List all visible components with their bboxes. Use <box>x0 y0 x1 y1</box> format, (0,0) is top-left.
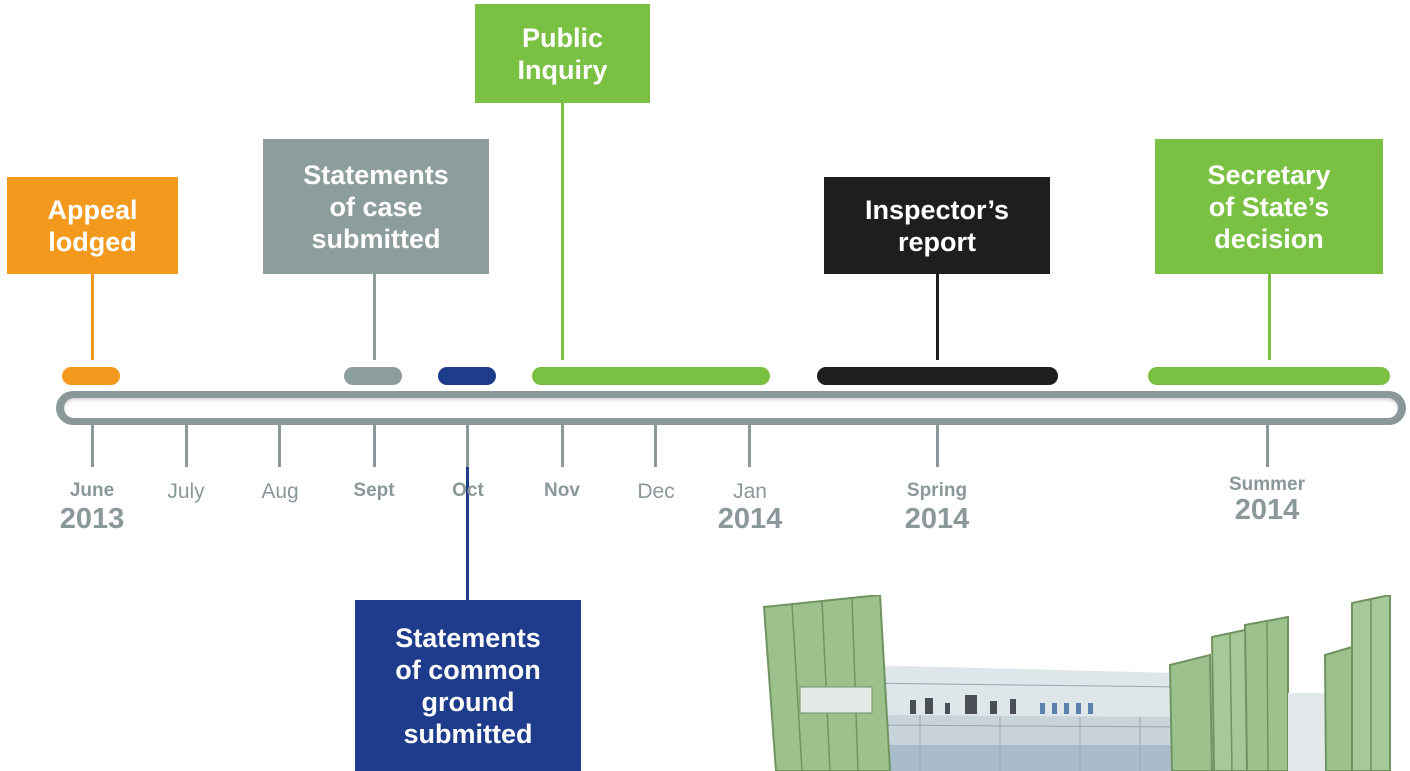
label-dec: Dec <box>637 480 675 503</box>
event-label: of case <box>329 191 423 222</box>
event-label: report <box>897 226 976 257</box>
event-statements-of-common-ground: Statements of common ground submitted <box>355 600 581 771</box>
tick-dec <box>654 425 657 467</box>
tick-june <box>91 425 94 467</box>
label-summer: Summer <box>1228 474 1306 495</box>
tick-oct <box>466 425 469 467</box>
building-illustration <box>762 595 1391 771</box>
connector-appeal <box>91 274 94 360</box>
event-label: Appeal <box>47 194 138 225</box>
tick-aug <box>278 425 281 467</box>
event-label: submitted <box>311 223 441 254</box>
timeline-track-inner <box>64 398 1398 418</box>
year-2014-spring: 2014 <box>904 503 970 535</box>
event-appeal-lodged: Appeal lodged <box>7 177 178 274</box>
segment-report <box>817 367 1058 385</box>
event-label: Public <box>521 22 603 53</box>
event-statements-of-case: Statements of case submitted <box>263 139 489 274</box>
tick-sept <box>373 425 376 467</box>
tick-spring <box>936 425 939 467</box>
year-2014-summer: 2014 <box>1234 494 1300 526</box>
connector-public-inquiry <box>561 103 564 360</box>
segment-inquiry <box>532 367 770 385</box>
event-label: decision <box>1214 223 1324 254</box>
event-label: Inspector’s <box>864 194 1010 225</box>
tick-summer <box>1266 425 1269 467</box>
event-label: ground <box>421 686 515 717</box>
label-nov: Nov <box>544 480 580 501</box>
segment-oct <box>438 367 496 385</box>
year-2013: 2013 <box>59 503 125 535</box>
label-june: June <box>69 480 115 501</box>
event-inspectors-report: Inspector’s report <box>824 177 1050 274</box>
event-label: Statements <box>303 159 449 190</box>
event-label: of common <box>395 654 541 685</box>
event-label: Statements <box>395 622 541 653</box>
label-spring: Spring <box>906 480 968 501</box>
connector-secretary-of-state-decision <box>1268 274 1271 360</box>
event-label: of State’s <box>1208 191 1330 222</box>
event-label: Secretary <box>1207 159 1331 190</box>
connector-common-ground <box>466 425 469 600</box>
timeline-track <box>56 391 1406 425</box>
event-secretary-of-state-decision: Secretary of State’s decision <box>1155 139 1383 274</box>
label-sept: Sept <box>353 480 395 501</box>
year-2014-jan: 2014 <box>717 503 783 535</box>
label-july: July <box>167 480 205 503</box>
connector-statements-of-case <box>373 274 376 360</box>
connector-inspectors-report <box>936 274 939 360</box>
event-label: Inquiry <box>517 54 608 85</box>
segment-decision <box>1148 367 1390 385</box>
segment-sept <box>344 367 402 385</box>
label-jan: Jan <box>733 480 767 503</box>
event-label: lodged <box>48 226 137 257</box>
label-oct: Oct <box>452 480 484 501</box>
tick-nov <box>561 425 564 467</box>
event-label: submitted <box>403 718 533 749</box>
label-aug: Aug <box>261 480 299 503</box>
tick-jan <box>748 425 751 467</box>
event-public-inquiry: Public Inquiry <box>475 4 650 103</box>
segment-june <box>62 367 120 385</box>
tick-july <box>185 425 188 467</box>
